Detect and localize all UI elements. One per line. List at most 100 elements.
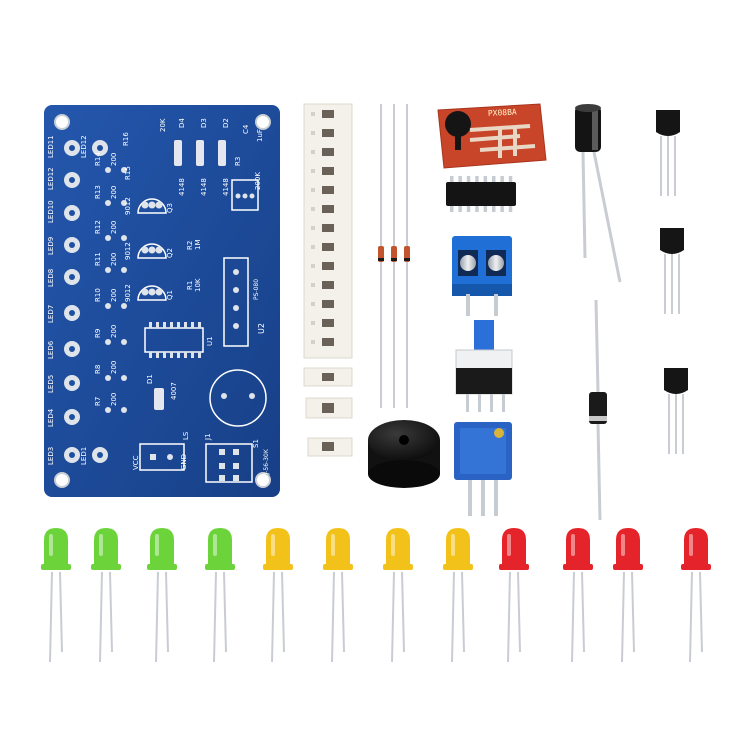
smd-resistor-tape	[303, 103, 353, 457]
led-rim	[41, 564, 71, 570]
led-green	[44, 528, 68, 566]
ic-pin	[500, 176, 504, 182]
pcb-board: LED11LED12LED10LED9LED8LED7LED6LED5LED4L…	[44, 105, 280, 497]
switch-pin	[502, 394, 505, 412]
led-red	[616, 528, 640, 566]
led-highlight	[507, 534, 511, 556]
led-highlight	[689, 534, 693, 556]
led-red	[502, 528, 526, 566]
ic-label: U1	[206, 336, 214, 346]
trimmer-outline	[231, 179, 259, 211]
smd-resistor	[322, 262, 334, 270]
smd-resistor	[322, 167, 334, 175]
diode-band	[378, 258, 384, 261]
ic-body	[446, 182, 516, 206]
led-label: LED5	[47, 375, 55, 393]
trimmer-potentiometer	[454, 422, 512, 516]
ic-pad	[170, 352, 173, 358]
ground-label: GND	[180, 454, 188, 470]
transistor-label: Q1	[166, 290, 174, 300]
ic-pin	[500, 206, 504, 212]
smd-resistor	[322, 281, 334, 289]
switch-pad	[233, 449, 239, 455]
led-lead	[341, 571, 345, 653]
header-pad	[233, 269, 239, 275]
transistor-value: 9012	[124, 284, 132, 302]
transistor-pad	[155, 288, 163, 296]
resistor-value: 1M	[194, 240, 202, 251]
smd-resistor	[322, 205, 334, 213]
resistor-label: R12	[94, 220, 102, 234]
transistor-outline	[137, 285, 167, 301]
module-socket-value: PS-080	[253, 279, 260, 300]
led-rim	[383, 564, 413, 570]
led-highlight	[571, 534, 575, 556]
resistor-label: R8	[94, 365, 102, 374]
diode-value: 4007	[170, 382, 178, 400]
led-lead	[571, 571, 575, 663]
ic-chip-soic	[446, 176, 516, 212]
module-socket-label: U2	[257, 323, 266, 334]
smd-resistor	[322, 148, 334, 156]
header-pad	[233, 305, 239, 311]
led-lead	[281, 571, 285, 653]
led-lead	[331, 571, 335, 663]
resistor-pad	[105, 339, 111, 345]
diode-label: D1	[146, 374, 154, 384]
led-footprint-hole	[69, 177, 75, 183]
transistor-pad	[141, 201, 149, 209]
tape-hole	[311, 169, 315, 173]
terminal-shade	[452, 284, 512, 296]
tape-hole	[311, 150, 315, 154]
resistor-pad	[121, 339, 127, 345]
ic-pin	[450, 176, 454, 182]
tape-hole	[311, 283, 315, 287]
led-label: LED6	[47, 340, 55, 359]
ic-pin	[466, 176, 471, 182]
tape-hole	[311, 340, 315, 344]
led-row	[41, 528, 711, 663]
ic-pad	[184, 352, 187, 358]
power-pad	[150, 454, 156, 460]
transistor-label: Q2	[166, 248, 174, 258]
transistor-body	[664, 368, 688, 394]
pcb-substrate	[44, 105, 280, 497]
trimmer-screw	[494, 428, 504, 438]
diode-band	[391, 258, 397, 261]
ic-pad	[191, 352, 194, 358]
ic-pin	[483, 206, 488, 212]
resistor-pad	[105, 267, 111, 273]
resistor-value: 200	[110, 361, 118, 374]
led-highlight	[213, 534, 217, 556]
led-red	[566, 528, 590, 566]
rectifier-band	[589, 416, 607, 421]
transistor-pad	[155, 246, 163, 254]
signal-diodes	[378, 104, 410, 408]
led-footprint-hole	[97, 452, 103, 458]
buzzer-pad	[249, 393, 255, 399]
led-rim	[613, 564, 643, 570]
buzzer-outline	[209, 369, 267, 427]
diode-footprint	[154, 388, 164, 410]
led-lead	[689, 571, 693, 663]
ic-pin	[458, 176, 462, 182]
led-footprint-hole	[69, 414, 75, 420]
led-yellow	[446, 528, 470, 566]
resistor-label: R13	[94, 185, 102, 199]
smd-part	[322, 373, 334, 381]
led-rim	[681, 564, 711, 570]
ic-pad	[149, 322, 152, 328]
capacitor-value: 1uF	[256, 129, 264, 142]
screw-terminal-block	[452, 236, 512, 316]
resistor-pad	[105, 200, 111, 206]
led-lead	[507, 571, 511, 663]
header-pad	[233, 287, 239, 293]
led-lead	[391, 571, 395, 663]
resistor-pad	[105, 407, 111, 413]
ic-pad	[198, 322, 201, 328]
led-footprint-hole	[69, 346, 75, 352]
led-lead	[699, 571, 703, 653]
resistor-label: R16	[122, 132, 130, 146]
led-footprint-hole	[69, 145, 75, 151]
